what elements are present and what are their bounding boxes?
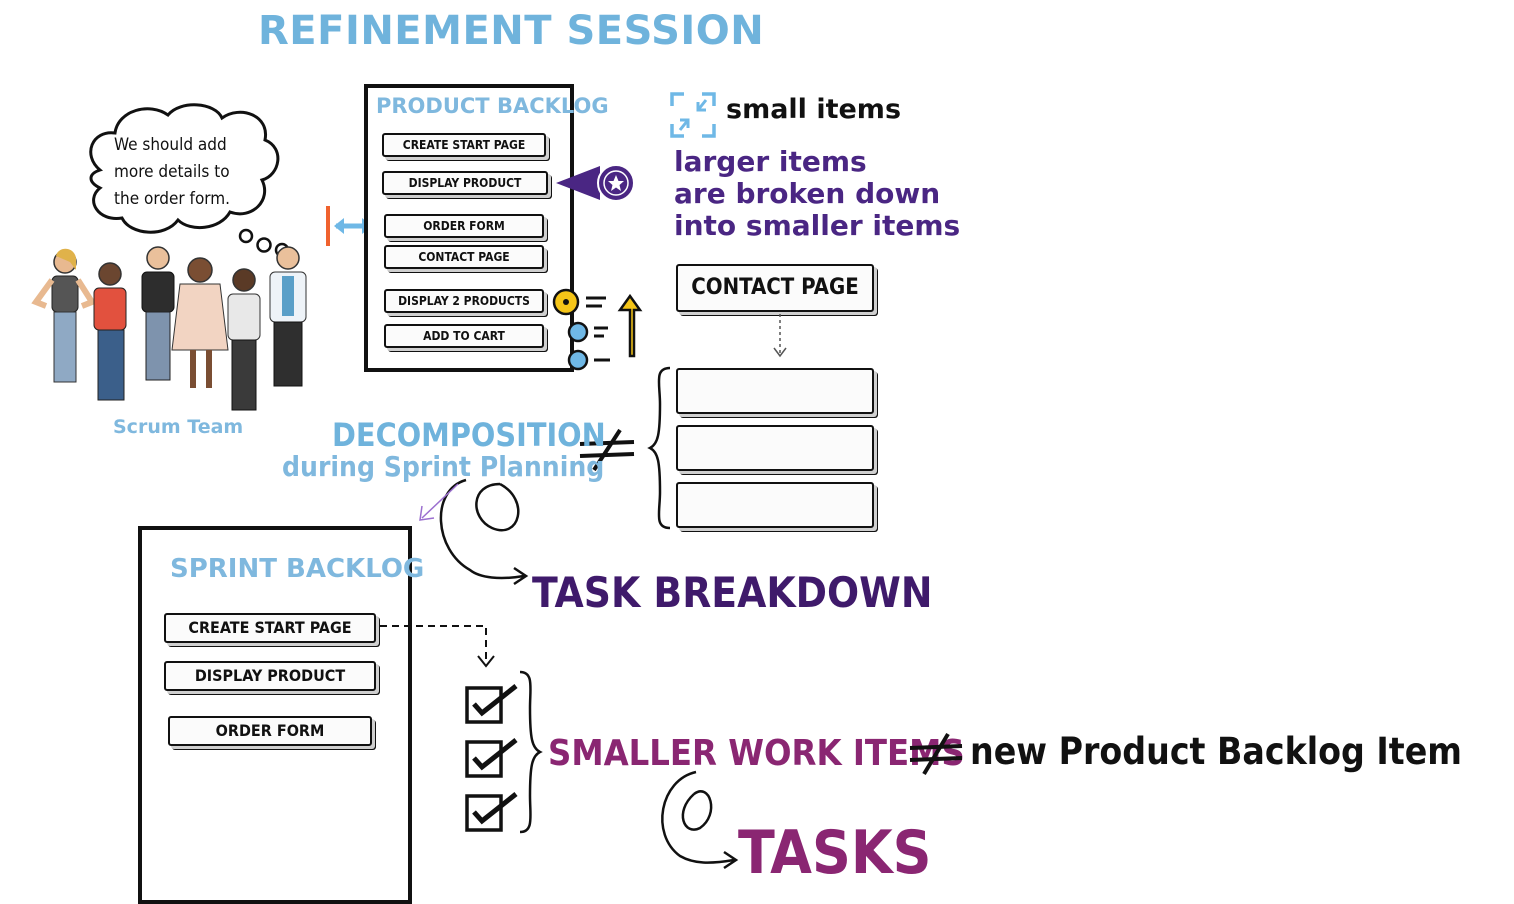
- larger-items-line: into smaller items: [674, 209, 961, 242]
- team-member-icon: [93, 262, 127, 401]
- team-member-icon: [171, 257, 229, 388]
- team-member-icon: [141, 246, 175, 381]
- sprint-backlog-item: ORDER FORM: [168, 716, 372, 746]
- thought-bubble-text: We should add more details to the order …: [114, 132, 254, 213]
- decomposition-label: DECOMPOSITION: [332, 416, 606, 454]
- during-sprint-planning-label: during Sprint Planning: [282, 450, 605, 483]
- contact-page-item: CONTACT PAGE: [676, 264, 874, 312]
- product-backlog-item: CREATE START PAGE: [382, 133, 546, 157]
- checkbox-icon: [465, 792, 518, 832]
- larger-items-line: are broken down: [674, 177, 941, 210]
- curly-brace: [647, 366, 671, 530]
- team-member-icon: [31, 248, 97, 383]
- curly-brace: [519, 670, 543, 834]
- page-title: REFINEMENT SESSION: [258, 8, 765, 54]
- checkbox-icon: [465, 738, 518, 778]
- task-breakdown-label: TASK BREAKDOWN: [532, 568, 933, 617]
- sprint-backlog-item: CREATE START PAGE: [164, 613, 376, 643]
- small-items-label: small items: [726, 94, 902, 125]
- star-marker-icon: [556, 164, 635, 202]
- product-backlog-title: PRODUCT BACKLOG: [376, 94, 609, 118]
- scrum-team-label: Scrum Team: [113, 416, 244, 438]
- new-product-backlog-item-label: new Product Backlog Item: [970, 730, 1462, 773]
- not-equal-icon: [909, 732, 963, 776]
- product-backlog-item: DISPLAY 2 PRODUCTS: [384, 289, 544, 313]
- product-backlog-item: ADD TO CART: [384, 324, 544, 348]
- sprint-backlog-title: SPRINT BACKLOG: [170, 554, 425, 584]
- sub-item-box: [676, 368, 874, 414]
- bubble-line: the order form.: [114, 189, 231, 209]
- bubble-line: more details to: [114, 162, 230, 182]
- product-backlog-item: DISPLAY PRODUCT: [382, 171, 548, 195]
- product-backlog-item: CONTACT PAGE: [384, 245, 544, 269]
- team-member-icon: [227, 268, 261, 411]
- team-member-icon: [269, 246, 307, 387]
- larger-items-line: larger items: [674, 145, 867, 178]
- curved-arrow: [419, 478, 529, 586]
- down-arrow-dotted: [773, 314, 787, 358]
- smaller-work-items-label: SMALLER WORK ITEMS: [548, 733, 965, 774]
- dashed-connector: [380, 625, 495, 668]
- thought-bubble: [89, 103, 290, 258]
- sub-item-box: [676, 425, 874, 471]
- shrink-icon: [670, 92, 716, 138]
- checkbox-icon: [465, 684, 518, 724]
- priority-arrow-icon: [552, 288, 643, 371]
- larger-items-text: larger items are broken down into smalle…: [674, 146, 960, 242]
- sub-item-box: [676, 482, 874, 528]
- bubble-line: We should add: [114, 135, 227, 155]
- not-equal-icon: [579, 428, 635, 472]
- tasks-label: TASKS: [738, 818, 932, 888]
- sprint-backlog-item: DISPLAY PRODUCT: [164, 661, 376, 691]
- product-backlog-item: ORDER FORM: [384, 214, 544, 238]
- curved-arrow: [661, 770, 739, 870]
- scrum-team-illustration: [31, 246, 307, 411]
- sprint-backlog-frame: [138, 526, 412, 904]
